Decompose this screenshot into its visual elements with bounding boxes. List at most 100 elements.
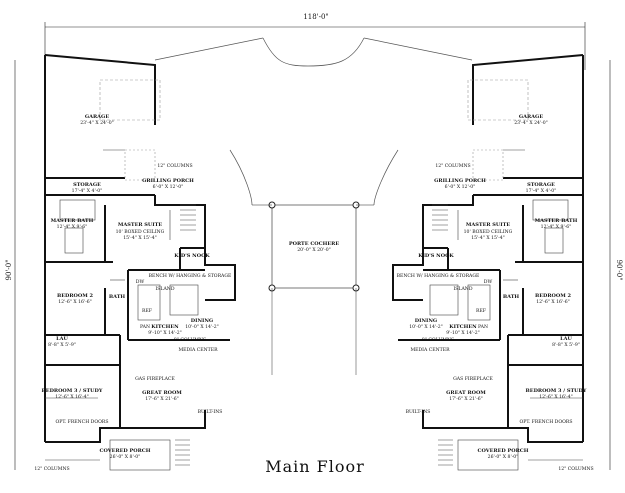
right-kitchen-name: KITCHEN (449, 324, 477, 330)
lau-name: LAU (56, 336, 68, 342)
right-great-room-name: GREAT ROOM (446, 390, 486, 396)
right-lau-size: 8'-8" X 5'-9" (552, 342, 580, 348)
right-left-unit-walls (392, 54, 584, 443)
right-garage-name: GARAGE (519, 114, 543, 120)
built-ins-note: BUILT-INS (198, 409, 223, 415)
right-island-label: ISLAND (453, 286, 472, 292)
porte-cochere-size: 20'-0" X 20'-0" (297, 247, 331, 253)
right-opt-doors-note: OPT. FRENCH DOORS (520, 419, 573, 425)
right-covered-porch-name: COVERED PORCH (478, 448, 529, 454)
lau-size: 8'-8" X 5'-9" (48, 342, 76, 348)
master-suite-size: 15'-4" X 15'-4" (123, 235, 157, 241)
right-grilling-porch-size: 6'-0" X 12'-0" (445, 184, 476, 190)
right-master-bath-size: 12'-4" X 9'-6" (541, 224, 572, 230)
right-bath-name: BATH (503, 294, 520, 300)
right-master-suite-name: MASTER SUITE (466, 222, 510, 228)
right-left-unit-stairs (432, 204, 453, 466)
ref-label: REF (142, 308, 152, 314)
left-unit-walls (44, 54, 236, 443)
right-kids-nook-name: KID'S NOOK (418, 253, 454, 259)
covered-porch-name: COVERED PORCH (100, 448, 151, 454)
storage-size: 17'-4" X 4'-0" (72, 188, 103, 194)
left-unit-stairs (175, 204, 196, 466)
kids-nook-name: KID'S NOOK (174, 253, 210, 259)
right-covered-porch-size: 26'-0" X 8'-0" (488, 454, 519, 460)
kitchen-size: 9'-10" X 14'-2" (148, 330, 182, 336)
right-built-ins-note: BUILT-INS (406, 409, 431, 415)
great-room-size: 17'-6" X 21'-6" (145, 396, 179, 402)
grilling-porch-size: 6'-0" X 12'-0" (153, 184, 184, 190)
right-gas-fireplace-note: GAS FIREPLACE (453, 376, 493, 382)
bench-note: BENCH W/ HANGING & STORAGE (149, 273, 232, 279)
left-garage-car-outline (99, 79, 161, 121)
right-bedroom3-name: BEDROOM 3 / STUDY (526, 388, 587, 394)
right-master-bath-name: MASTER BATH (535, 218, 578, 224)
grilling-porch-name: GRILLING PORCH (142, 178, 194, 184)
right-bedroom2-size: 12'-6" X 16'-6" (536, 299, 570, 305)
right-great-room-size: 17'-6" X 21'-6" (449, 396, 483, 402)
right-left-unit-thin-lines (429, 149, 583, 471)
right-grilling-porch-name: GRILLING PORCH (434, 178, 486, 184)
opt-doors-note: OPT. FRENCH DOORS (56, 419, 109, 425)
columns-8-note: 8" COLUMNS (174, 337, 206, 343)
bedroom3-name: BEDROOM 3 / STUDY (42, 388, 103, 394)
bedroom3-size: 12'-6" X 16'-4" (55, 394, 89, 400)
master-bath-size: 12'-4" X 9'-6" (57, 224, 88, 230)
dining-name: DINING (191, 318, 213, 324)
right-bench-note: BENCH W/ HANGING & STORAGE (397, 273, 480, 279)
right-bedroom3-size: 12'-6" X 16'-4" (539, 394, 573, 400)
porte-cochere-name: PORTE COCHERE (289, 241, 339, 247)
right-media-center-note: MEDIA CENTER (410, 347, 450, 353)
right-dining-size: 10'-0" X 14'-2" (409, 324, 443, 330)
right-unit-structure (392, 54, 584, 471)
island-label: ISLAND (155, 286, 174, 292)
gas-fireplace-note: GAS FIREPLACE (135, 376, 175, 382)
right-pan-label: PAN (478, 324, 488, 330)
bath-name: BATH (109, 294, 126, 300)
right-lau-name: LAU (560, 336, 572, 342)
left-grilling-porch-outline (124, 149, 156, 181)
overall-depth-label-right: 90'-0" (615, 260, 623, 281)
right-column-note: 12" COLUMNS (435, 163, 470, 169)
dw-label: DW (136, 279, 145, 285)
master-suite-note: 10' BOXED CEILING (116, 229, 165, 235)
great-room-name: GREAT ROOM (142, 390, 182, 396)
left-unit-thin-lines (45, 149, 199, 471)
left-unit: GARAGE 23'-4" X 24'-0" STORAGE 17'-4" X … (34, 54, 236, 472)
porte-cochere-structure (252, 201, 374, 375)
overall-depth-dimension (14, 60, 611, 470)
covered-porch-size: 26'-0" X 8'-0" (110, 454, 141, 460)
right-ref-label: REF (476, 308, 486, 314)
garage-size: 23'-4" X 24'-0" (80, 120, 114, 126)
right-left-grilling-porch-outline (472, 149, 504, 181)
overall-width-label: 118'-0" (303, 13, 328, 21)
column-note-porch: 12" COLUMNS (34, 466, 69, 472)
dining-size: 10'-0" X 14'-2" (185, 324, 219, 330)
right-left-garage-car-outline (467, 79, 529, 121)
right-storage-name: STORAGE (527, 182, 555, 188)
pan-label: PAN (140, 324, 150, 330)
master-bath-name: MASTER BATH (51, 218, 94, 224)
right-column-note-porch: 12" COLUMNS (558, 466, 593, 472)
garage-name: GARAGE (85, 114, 109, 120)
plan-title: Main Floor (265, 457, 365, 476)
right-master-suite-size: 15'-4" X 15'-4" (471, 235, 505, 241)
right-dining-name: DINING (415, 318, 437, 324)
master-suite-name: MASTER SUITE (118, 222, 162, 228)
right-garage-size: 23'-4" X 24'-0" (514, 120, 548, 126)
right-kitchen-size: 9'-10" X 14'-2" (446, 330, 480, 336)
bedroom2-name: BEDROOM 2 (57, 293, 94, 299)
overall-depth-label-left: 90'-0" (5, 260, 13, 281)
media-center-note: MEDIA CENTER (178, 347, 218, 353)
driveway (154, 37, 473, 206)
column-note: 12" COLUMNS (157, 163, 192, 169)
right-bedroom2-name: BEDROOM 2 (535, 293, 572, 299)
bedroom2-size: 12'-6" X 16'-6" (58, 299, 92, 305)
storage-name: STORAGE (73, 182, 101, 188)
kitchen-name: KITCHEN (151, 324, 179, 330)
right-dw-label: DW (484, 279, 493, 285)
right-storage-size: 17'-4" X 4'-0" (526, 188, 557, 194)
